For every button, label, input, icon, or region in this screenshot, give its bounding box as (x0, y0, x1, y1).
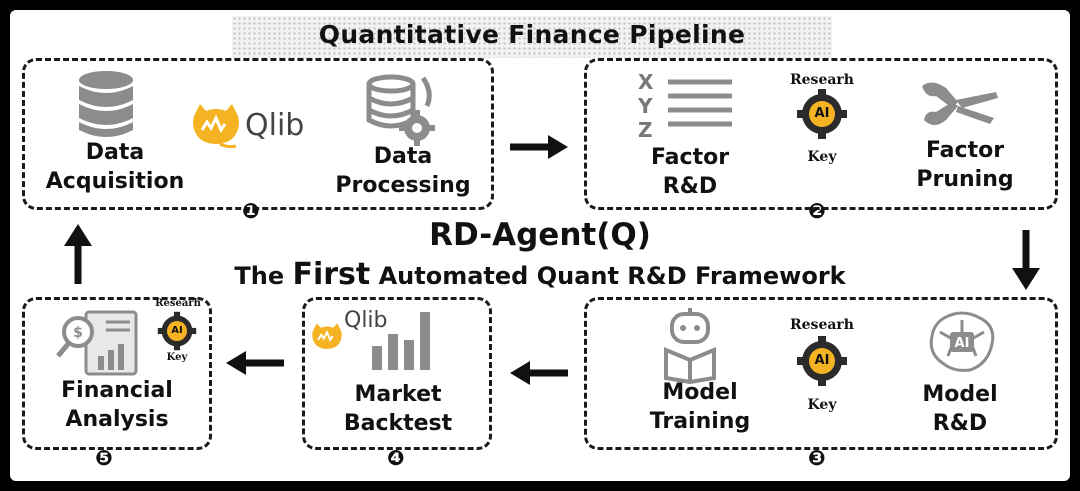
label-model-training: Model Training (649, 380, 751, 434)
stage-box-1 (22, 58, 494, 210)
ai-gear-icon (157, 311, 197, 351)
step-number-1: ❶ (242, 199, 260, 223)
arrow-left-icon (226, 351, 284, 375)
ai-gear-icon (797, 89, 847, 139)
database-icon (79, 71, 133, 137)
ai-badge-5: AI (171, 325, 183, 336)
stage-box-2 (584, 58, 1058, 210)
arrow-right-icon (510, 135, 568, 159)
label-data-processing: Data Processing (335, 144, 471, 198)
factor-list-icon (668, 79, 732, 127)
step-number-3: ❸ (808, 446, 826, 470)
label-financial-analysis: Financial Analysis (61, 378, 173, 432)
research-key-label-bottom-5: Key (166, 352, 188, 363)
ai-badge-2: AI (814, 106, 830, 121)
svg-text:$: $ (73, 325, 83, 341)
arrow-up-icon (64, 224, 92, 284)
bar-chart-icon (372, 312, 430, 370)
ai-badge-3: AI (814, 353, 830, 368)
stage-box-4 (302, 297, 492, 450)
research-key-label-bottom-2: Key (807, 149, 837, 165)
step-number-5: ❺ (95, 446, 113, 470)
arrow-left-icon (510, 361, 568, 385)
research-key-label-bottom-3: Key (807, 397, 837, 413)
research-key-label-top-2: Researh (790, 72, 854, 88)
robot-reading-icon (664, 308, 716, 384)
step-number-4: ❹ (387, 446, 405, 470)
financial-report-icon: $ (56, 310, 138, 376)
label-factor-rd: Factor R&D (650, 145, 730, 199)
ai-gear-icon (797, 336, 847, 386)
diagram-canvas: Quantitative Finance Pipeline ❶ ❷ ❸ ❹ ❺ … (10, 10, 1070, 481)
qlib-logo-icon (312, 323, 342, 349)
data-processing-icon (366, 74, 435, 146)
label-factor-pruning: Factor Pruning (916, 138, 1014, 192)
arrow-down-icon (1012, 230, 1040, 290)
main-title: RD-Agent(Q) (429, 217, 651, 253)
stage-box-5 (22, 297, 212, 450)
title-band (232, 16, 832, 58)
ai-brain-icon: AI (929, 311, 995, 372)
qlib-logo-icon (193, 104, 239, 149)
subtitle: The First Automated Quant R&D Framework (234, 257, 846, 292)
pipeline-title: Quantitative Finance Pipeline (318, 20, 746, 49)
qlib-wordmark-2: Qlib (344, 308, 388, 333)
pruning-shears-icon (922, 82, 998, 125)
research-key-label-top-5: Researh (155, 298, 201, 309)
xyz-labels: X Y Z (638, 70, 654, 142)
qlib-wordmark-1: Qlib (245, 108, 305, 143)
label-model-rd: Model R&D (922, 382, 998, 436)
research-key-label-top-3: Researh (790, 317, 854, 333)
label-data-acquisition: Data Acquisition (45, 140, 185, 194)
stage-box-3 (584, 297, 1058, 450)
label-market-backtest: Market Backtest (343, 382, 453, 436)
ai-brain-label: AI (955, 336, 970, 351)
step-number-2: ❷ (808, 199, 826, 223)
